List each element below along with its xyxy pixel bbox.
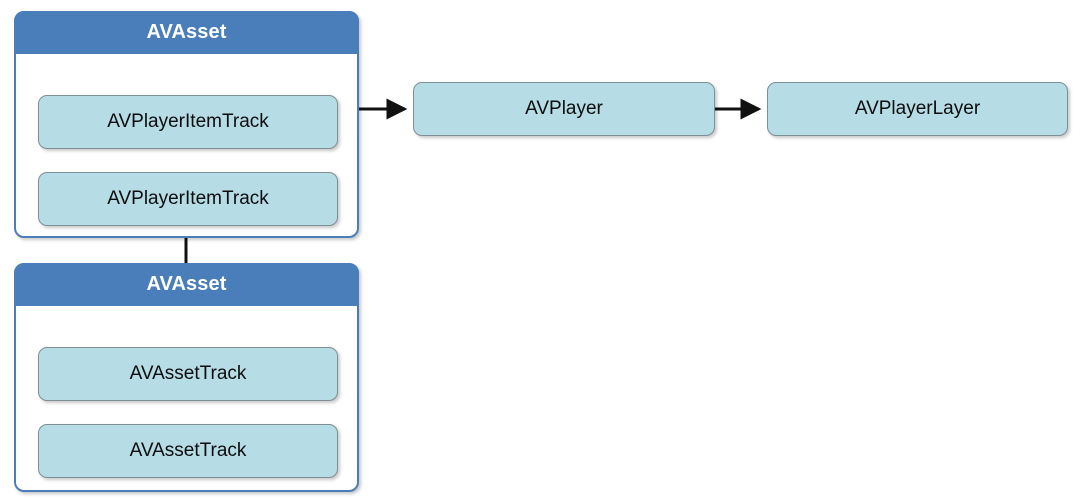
node-label: AVPlayerLayer — [854, 98, 981, 119]
node-avplayeritemtrack-1[interactable]: AVPlayerItemTrack — [38, 95, 338, 149]
group-title-label: AVAsset — [146, 273, 227, 295]
node-avassettrack-2[interactable]: AVAssetTrack — [38, 424, 338, 478]
group-avasset-asset[interactable]: AVAsset AVAssetTrack AVAssetTrack — [14, 263, 359, 492]
node-avplayerlayer[interactable]: AVPlayerLayer — [767, 82, 1068, 136]
node-label: AVPlayer — [525, 98, 603, 119]
node-avassettrack-1[interactable]: AVAssetTrack — [38, 347, 338, 401]
node-label: AVAssetTrack — [129, 363, 247, 384]
node-avplayeritemtrack-2[interactable]: AVPlayerItemTrack — [38, 172, 338, 226]
group-header-avasset-asset: AVAsset — [14, 263, 359, 306]
group-avasset-player-item[interactable]: AVAsset AVPlayerItemTrack AVPlayerItemTr… — [14, 11, 359, 238]
node-label: AVPlayerItemTrack — [107, 111, 269, 132]
node-avplayer[interactable]: AVPlayer — [413, 82, 715, 136]
group-title-label: AVAsset — [146, 21, 227, 43]
group-body-avasset-asset: AVAssetTrack AVAssetTrack — [16, 306, 357, 490]
node-label: AVAssetTrack — [129, 440, 247, 461]
node-label: AVPlayerItemTrack — [107, 188, 269, 209]
group-body-avasset-player-item: AVPlayerItemTrack AVPlayerItemTrack — [16, 54, 357, 236]
group-header-avasset-player-item: AVAsset — [14, 11, 359, 54]
